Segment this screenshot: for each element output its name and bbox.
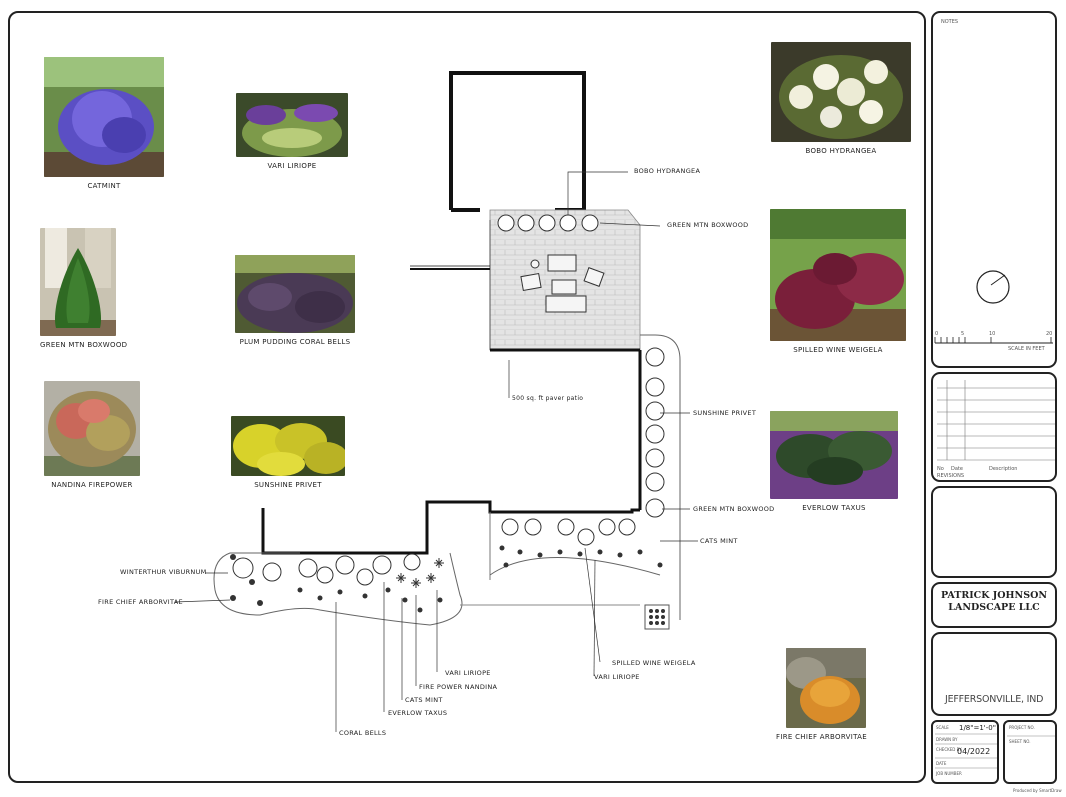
sunshine-privet-label: SUNSHINE PRIVET xyxy=(254,481,322,489)
callout-bobo-hydrangea: BOBO HYDRANGEA xyxy=(634,167,701,175)
field-date: DATE xyxy=(936,761,947,766)
plum-pudding-photo xyxy=(235,255,355,333)
callout-fire-power-nandina: FIRE POWER NANDINA xyxy=(419,683,498,691)
info-panel-left: SCALE 1/8"=1'-0" DRAWN BY CHECKED BY 04/… xyxy=(931,720,999,784)
revisions-panel: No Date Description REVISIONS xyxy=(931,372,1057,482)
svg-text:20: 20 xyxy=(1046,331,1052,337)
scale-label: SCALE IN FEET xyxy=(1008,346,1045,352)
revision-lines xyxy=(937,380,1055,461)
weigela-photo xyxy=(770,209,906,341)
rev-desc: Description xyxy=(989,466,1018,472)
plant-photo-nandina: NANDINA FIREPOWER xyxy=(44,381,140,489)
callout-cats-mint-right: CATS MINT xyxy=(700,537,738,545)
info-panel-right: PROJECT NO. SHEET NO. xyxy=(1003,720,1057,784)
rev-date: Date xyxy=(951,466,963,472)
plant-photo-plum-pudding: PLUM PUDDING CORAL BELLS xyxy=(235,255,355,346)
vari-liriope-label: VARI LIRIOPE xyxy=(267,162,317,170)
callout-vari-liriope-left: VARI LIRIOPE xyxy=(445,669,491,677)
svg-text:10: 10 xyxy=(989,331,995,337)
svg-text:5: 5 xyxy=(961,331,964,337)
nandina-photo xyxy=(44,381,140,476)
field-sheet: SHEET NO. xyxy=(1009,739,1031,744)
field-project: PROJECT NO. xyxy=(1009,725,1035,730)
field-drawn: DRAWN BY xyxy=(936,737,958,742)
plant-photo-spilled-wine: SPILLED WINE WEIGELA xyxy=(770,209,906,354)
callout-cats-mint-left: CATS MINT xyxy=(405,696,443,704)
catmint-label: CATMINT xyxy=(87,182,121,190)
boxwood-photo xyxy=(40,228,116,336)
hydrangea-label: BOBO HYDRANGEA xyxy=(805,147,877,155)
info-lines-right xyxy=(1007,735,1055,737)
plant-photo-everlow-taxus: EVERLOW TAXUS xyxy=(770,411,898,512)
plant-photo-sunshine-privet: SUNSHINE PRIVET xyxy=(231,416,345,489)
north-arrow-and-scale: 0 5 10 20 xyxy=(934,270,1053,344)
plant-photo-bobo-hydrangea: BOBO HYDRANGEA xyxy=(771,42,911,155)
plant-photo-green-mtn-boxwood: GREEN MTN BOXWOOD xyxy=(40,228,128,349)
callout-spilled-wine: SPILLED WINE WEIGELA xyxy=(612,659,696,667)
vari-liriope-photo xyxy=(236,93,348,157)
fire-chief-photo xyxy=(786,648,866,728)
north-arrow-icon xyxy=(976,270,1010,304)
plant-photo-catmint: CATMINT xyxy=(44,57,164,190)
footer-credit: Produced by SmartDraw xyxy=(1013,788,1062,793)
weigela-label: SPILLED WINE WEIGELA xyxy=(793,346,883,354)
callout-sunshine-privet: SUNSHINE PRIVET xyxy=(693,409,757,417)
callout-everlow-taxus: EVERLOW TAXUS xyxy=(388,709,448,717)
info-lines xyxy=(935,733,997,769)
field-job: JOB NUMBER xyxy=(936,771,962,776)
taxus-label: EVERLOW TAXUS xyxy=(802,504,866,512)
blank-panel xyxy=(931,486,1057,578)
field-scale: SCALE xyxy=(936,725,949,730)
location-text: JEFFERSONVILLE, IND xyxy=(945,694,1044,705)
callout-winterthur: WINTERTHUR VIBURNUM xyxy=(120,568,207,576)
company-name: PATRICK JOHNSON LANDSCAPE LLC xyxy=(940,590,1048,613)
notes-panel: NOTES 0 5 10 20 SCALE IN FEET xyxy=(931,11,1057,368)
callout-vari-liriope-right: VARI LIRIOPE xyxy=(594,673,640,681)
hydrangea-photo xyxy=(771,42,911,142)
catmint-photo xyxy=(44,57,164,177)
plant-photo-fire-chief: FIRE CHIEF ARBORVITAE xyxy=(776,648,867,741)
callout-coral-bells: CORAL BELLS xyxy=(339,729,387,737)
taxus-photo xyxy=(770,411,898,499)
callout-boxwood-right: GREEN MTN BOXWOOD xyxy=(693,505,775,513)
company-panel: PATRICK JOHNSON LANDSCAPE LLC xyxy=(931,582,1057,628)
callout-boxwood-top: GREEN MTN BOXWOOD xyxy=(667,221,749,229)
sunshine-privet-photo xyxy=(231,416,345,476)
plant-photo-vari-liriope: VARI LIRIOPE xyxy=(236,93,348,170)
scale-value: 1/8"=1'-0" xyxy=(959,724,996,732)
rev-title: REVISIONS xyxy=(937,473,965,479)
field-checked: CHECKED BY xyxy=(936,747,962,752)
plum-pudding-label: PLUM PUDDING CORAL BELLS xyxy=(239,338,351,346)
rev-no: No xyxy=(937,466,944,472)
fire-chief-label: FIRE CHIEF ARBORVITAE xyxy=(776,733,867,741)
callout-patio: 500 sq. ft paver patio xyxy=(512,395,584,402)
boxwood-label: GREEN MTN BOXWOOD xyxy=(40,341,128,349)
location-panel: JEFFERSONVILLE, IND xyxy=(931,632,1057,716)
drawing-frame xyxy=(8,11,926,783)
nandina-label: NANDINA FIREPOWER xyxy=(51,481,133,489)
date-value: 04/2022 xyxy=(957,747,991,756)
notes-label: NOTES xyxy=(941,19,959,25)
svg-text:0: 0 xyxy=(935,331,938,337)
callout-fire-chief: FIRE CHIEF ARBORVITAE xyxy=(98,598,183,606)
